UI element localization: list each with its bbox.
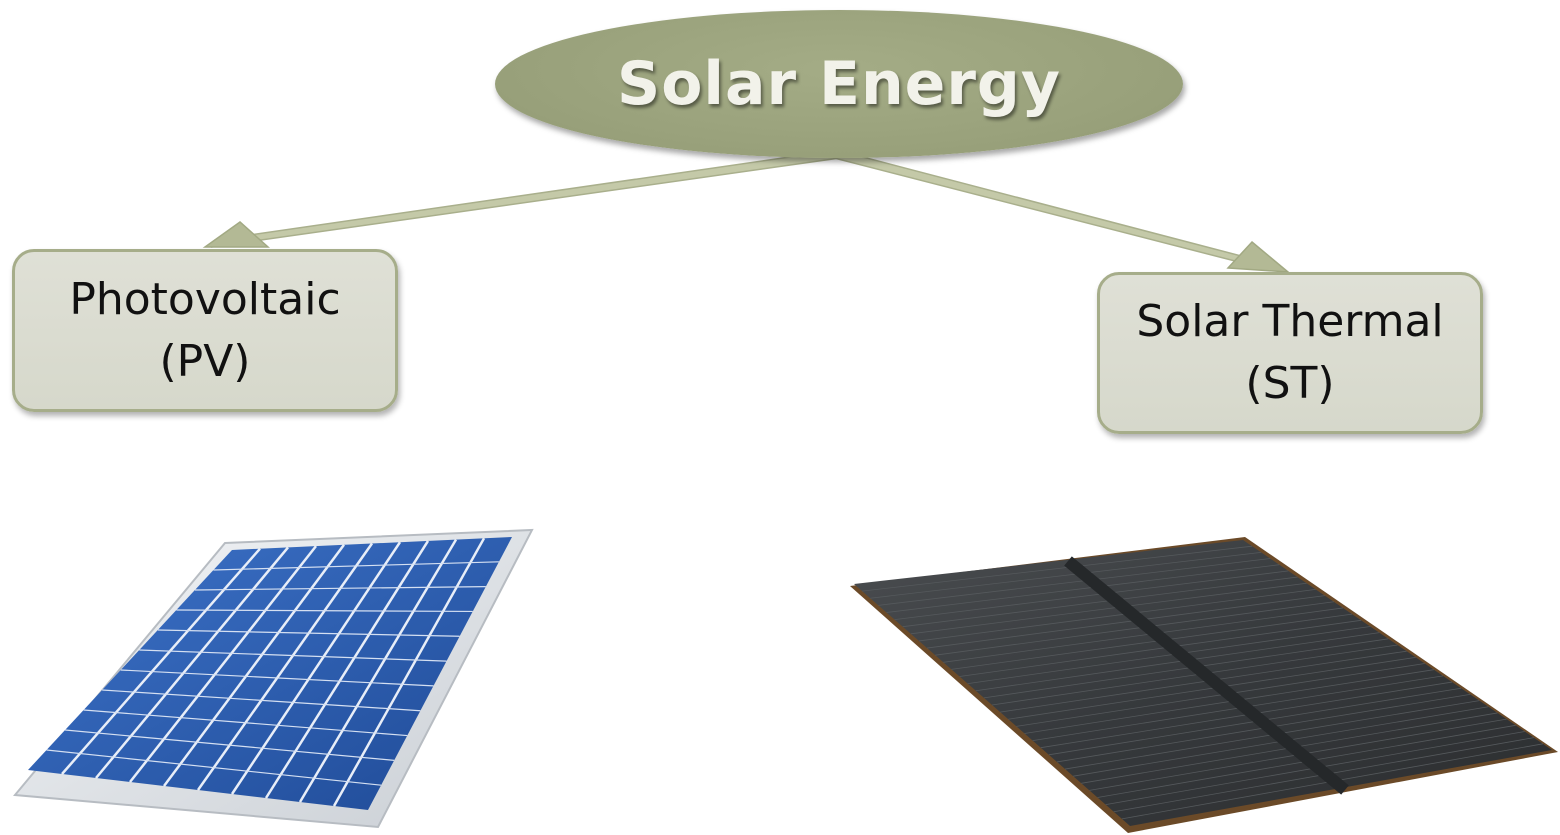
pv-grid-line bbox=[65, 729, 395, 761]
st-panel-surface bbox=[854, 540, 1552, 826]
pv-grid-line bbox=[230, 541, 402, 795]
pv-grid-line bbox=[264, 540, 430, 799]
st-stripe-line bbox=[935, 601, 1334, 656]
st-stripe-line bbox=[1008, 656, 1416, 720]
pv-grid-line bbox=[83, 709, 408, 737]
pv-grid-line bbox=[332, 537, 486, 807]
photovoltaic-label: Photovoltaic bbox=[69, 273, 341, 325]
pv-grid-line bbox=[61, 547, 261, 775]
solar-thermal-box: Solar Thermal (ST) bbox=[1097, 272, 1483, 434]
st-stripe-line bbox=[975, 632, 1380, 692]
photovoltaic-box: Photovoltaic (PV) bbox=[12, 249, 398, 412]
st-stripe-line bbox=[902, 576, 1298, 628]
pv-cell-array bbox=[28, 537, 512, 810]
pv-grid-line bbox=[129, 545, 317, 783]
st-stripe-line bbox=[983, 638, 1389, 699]
st-stripe-line bbox=[910, 582, 1307, 635]
root-node bbox=[495, 10, 1183, 158]
st-stripe-line bbox=[927, 595, 1325, 649]
solar-thermal-abbrev: (ST) bbox=[1245, 358, 1335, 409]
st-stripe-line bbox=[1000, 650, 1407, 713]
pv-grid-line bbox=[157, 629, 460, 637]
st-stripe-line bbox=[894, 570, 1289, 620]
pv-grid-line bbox=[95, 546, 289, 779]
pv-grid-line bbox=[46, 749, 382, 786]
photovoltaic-abbrev: (PV) bbox=[159, 335, 251, 387]
st-stripe-line bbox=[870, 551, 1262, 599]
pv-grid-line bbox=[176, 609, 473, 613]
st-stripe-line bbox=[918, 589, 1316, 642]
solar-thermal-label: Solar Thermal bbox=[1136, 296, 1444, 347]
root-node-label: Solar Energy bbox=[616, 49, 1061, 119]
pv-grid-line bbox=[298, 538, 458, 803]
pv-grid-line bbox=[120, 669, 434, 687]
st-stripe-line bbox=[959, 619, 1362, 677]
st-stripe-line bbox=[862, 545, 1253, 592]
st-stripe-line bbox=[943, 607, 1344, 663]
st-stripe-line bbox=[886, 564, 1280, 613]
st-stripe-line bbox=[1016, 663, 1425, 727]
pv-grid-line bbox=[162, 544, 346, 787]
pv-grid-line bbox=[194, 586, 486, 591]
st-stripe-line bbox=[878, 558, 1271, 606]
pv-grid-line bbox=[196, 542, 374, 791]
st-stripe-line bbox=[991, 644, 1398, 706]
pv-grid-line bbox=[139, 649, 447, 662]
pv-grid-line bbox=[102, 689, 421, 712]
pv-grid-line bbox=[213, 561, 499, 571]
st-stripe-line bbox=[951, 613, 1353, 670]
st-stripe-line bbox=[967, 626, 1371, 685]
st-panel-divider bbox=[1064, 556, 1349, 795]
pv-cell-grid bbox=[46, 537, 499, 807]
